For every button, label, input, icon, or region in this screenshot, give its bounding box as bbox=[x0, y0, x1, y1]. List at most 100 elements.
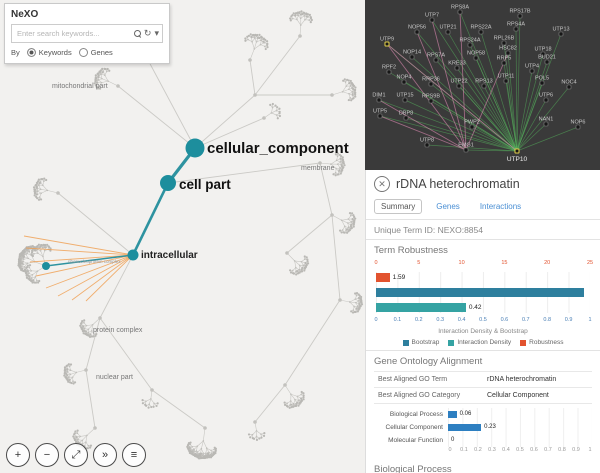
gene-node[interactable] bbox=[457, 9, 463, 15]
robustness-bar-interaction-density: 0.42 bbox=[376, 302, 590, 313]
gene-node[interactable] bbox=[463, 147, 469, 153]
zoom-out-button[interactable]: − bbox=[35, 443, 59, 467]
radio-keywords-label: Keywords bbox=[38, 48, 72, 57]
gene-node[interactable] bbox=[401, 79, 407, 85]
gene-node[interactable] bbox=[414, 29, 420, 35]
go-category-value: Cellular Component bbox=[487, 392, 549, 399]
gene-node[interactable] bbox=[575, 124, 581, 130]
gene-node-label: UTP5 bbox=[373, 109, 387, 115]
robustness-axis-label: Interaction Density & Bootstrap bbox=[438, 328, 528, 335]
gene-node[interactable] bbox=[481, 83, 487, 89]
gene-node[interactable] bbox=[402, 97, 408, 103]
reset-icon[interactable]: ↻ bbox=[143, 28, 152, 38]
gene-node[interactable] bbox=[539, 80, 545, 86]
gene-node[interactable] bbox=[503, 78, 509, 84]
gene-node[interactable] bbox=[429, 17, 435, 23]
go-category-label: Best Aligned GO Category bbox=[378, 392, 461, 399]
gene-node[interactable] bbox=[377, 113, 383, 119]
gene-node[interactable] bbox=[445, 29, 451, 35]
gene-node-label: RPF2 bbox=[382, 65, 396, 71]
gene-node-label: RRP5 bbox=[497, 56, 512, 62]
robustness-bar-robustness: 1.59 bbox=[376, 272, 590, 283]
gene-node-label: NOP56 bbox=[408, 25, 426, 31]
gene-node-label: UTP22 bbox=[450, 79, 467, 85]
gene-node-label: UTP10 bbox=[507, 156, 528, 163]
robustness-section-title: Term Robustness bbox=[374, 245, 448, 256]
gene-node[interactable] bbox=[529, 68, 535, 74]
gene-node-label: NOP4 bbox=[397, 75, 412, 81]
gene-node-label: RRP36 bbox=[422, 77, 440, 83]
gene-node[interactable] bbox=[540, 51, 546, 57]
gene-node-label: UTP7 bbox=[425, 13, 439, 19]
fit-to-screen-button[interactable]: ⤢ bbox=[64, 443, 88, 467]
gene-node[interactable] bbox=[384, 41, 390, 47]
gene-node[interactable] bbox=[558, 31, 564, 37]
term-node-intracellular[interactable] bbox=[127, 249, 139, 261]
gene-node[interactable] bbox=[469, 124, 475, 130]
tree-node-label: ribonucleoprotein complex bbox=[68, 259, 121, 264]
gene-node-label: EMG1 bbox=[458, 143, 474, 149]
gene-node[interactable] bbox=[473, 55, 479, 61]
caret-icon[interactable]: ▾ bbox=[154, 28, 159, 38]
gene-node-label: KRE33 bbox=[448, 61, 465, 67]
gene-node[interactable] bbox=[501, 40, 507, 46]
zoom-in-button[interactable]: + bbox=[6, 443, 30, 467]
gene-node[interactable] bbox=[513, 26, 519, 32]
table-row: Best Aligned GO Term rDNA heterochromati… bbox=[374, 372, 592, 388]
go-alignment-title: Gene Ontology Alignment bbox=[374, 356, 483, 367]
tree-node-label: protein complex bbox=[93, 327, 143, 334]
search-icon[interactable] bbox=[133, 30, 141, 37]
term-node-cluster[interactable] bbox=[42, 262, 50, 270]
gene-node[interactable] bbox=[456, 83, 462, 89]
tree-node-label: membrane bbox=[301, 165, 335, 172]
gene-node[interactable] bbox=[543, 121, 549, 127]
gene-node-label: POL5 bbox=[535, 76, 549, 82]
gene-node-label: RPS9B bbox=[422, 94, 440, 100]
gene-node[interactable] bbox=[544, 59, 550, 65]
gene-node[interactable] bbox=[386, 69, 392, 75]
expand-depth-button[interactable]: » bbox=[93, 443, 117, 467]
biological-process-heading: Biological Process bbox=[374, 464, 452, 473]
gene-node[interactable] bbox=[501, 60, 507, 66]
gene-node[interactable] bbox=[403, 115, 409, 121]
term-node-cellular-component[interactable] bbox=[185, 138, 205, 158]
gene-node-label: NOP6 bbox=[571, 120, 586, 126]
gene-node[interactable] bbox=[428, 81, 434, 87]
radio-keywords[interactable] bbox=[26, 48, 36, 57]
tab-interactions[interactable]: Interactions bbox=[479, 202, 522, 211]
tab-summary[interactable]: Summary bbox=[374, 199, 423, 214]
gene-node[interactable] bbox=[543, 97, 549, 103]
app-title: NeXO bbox=[11, 9, 39, 20]
gene-node[interactable] bbox=[566, 84, 572, 90]
gene-node[interactable] bbox=[454, 65, 460, 71]
gene-node[interactable] bbox=[376, 97, 382, 103]
gene-node[interactable] bbox=[505, 50, 511, 56]
gene-node[interactable] bbox=[467, 42, 473, 48]
gene-node-label: RPS4A bbox=[507, 22, 525, 28]
gene-node[interactable] bbox=[517, 13, 523, 19]
gene-node[interactable] bbox=[409, 54, 415, 60]
term-detail-panel: ✕ rDNA heterochromatin Summary Genes Int… bbox=[365, 170, 600, 473]
gene-node-label: BUD21 bbox=[538, 55, 556, 61]
table-row: Best Aligned GO Category Cellular Compon… bbox=[374, 388, 592, 404]
gene-node[interactable] bbox=[428, 98, 434, 104]
search-input[interactable] bbox=[15, 28, 131, 39]
close-icon[interactable]: ✕ bbox=[374, 176, 390, 192]
layers-button[interactable]: ≡ bbox=[122, 443, 146, 467]
gene-node[interactable] bbox=[514, 148, 520, 154]
tab-genes[interactable]: Genes bbox=[436, 202, 460, 211]
gene-node[interactable] bbox=[478, 29, 484, 35]
gene-node-label: UTP4 bbox=[525, 64, 539, 70]
term-node-cell-part[interactable] bbox=[160, 175, 176, 191]
gene-node[interactable] bbox=[433, 57, 439, 63]
gene-node[interactable] bbox=[424, 142, 430, 148]
gene-node-label: RPS8A bbox=[451, 5, 469, 11]
tree-node-label: cellular_component bbox=[207, 140, 349, 157]
radio-genes[interactable] bbox=[78, 48, 88, 57]
